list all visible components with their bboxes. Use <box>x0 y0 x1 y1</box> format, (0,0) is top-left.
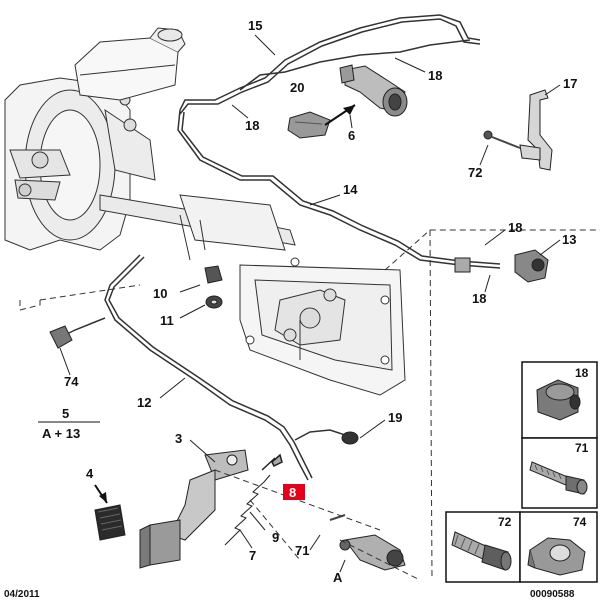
clutch-master-cylinder <box>339 64 408 117</box>
pedal-box-bracket <box>99 194 406 396</box>
part-72-screw-top <box>483 130 521 149</box>
part-11-washer <box>205 295 223 309</box>
arrow-head-4 <box>99 492 107 503</box>
callout-15: 15 <box>248 18 262 33</box>
callout-18-left: 18 <box>245 118 259 133</box>
legend-boxes: 18 71 72 74 <box>445 361 598 583</box>
arrow-head-20 <box>343 105 355 115</box>
clip-74-icon <box>527 537 586 576</box>
callout-20: 20 <box>290 80 304 95</box>
nut-18-icon <box>536 379 581 421</box>
part-17-bracket <box>519 89 553 171</box>
part-4-pedal-pad <box>94 504 126 541</box>
dashed-outline <box>19 229 600 581</box>
part-74-clip-left <box>49 325 73 349</box>
callout-18-low: 18 <box>472 291 486 306</box>
part-19-grommet <box>341 431 359 445</box>
callout-19: 19 <box>388 410 402 425</box>
callout-18-mid: 18 <box>508 220 522 235</box>
callout-12: 12 <box>137 395 151 410</box>
callout-7: 7 <box>249 548 256 563</box>
clutch-pipes <box>64 14 501 481</box>
callout-3: 3 <box>175 431 182 446</box>
callout-A: A <box>333 570 343 585</box>
part-13-fitting <box>454 249 549 283</box>
date-code: 04/2011 <box>4 589 40 600</box>
part-20-clip <box>287 111 331 139</box>
callout-8-highlight <box>283 484 305 500</box>
callout-74: 74 <box>64 374 79 389</box>
pushrod <box>261 453 283 471</box>
callout-4: 4 <box>86 466 94 481</box>
legend-label-18: 18 <box>575 366 589 380</box>
legend-label-72: 72 <box>498 515 512 529</box>
legend-box-71 <box>521 437 598 509</box>
part-10-nut <box>204 265 223 284</box>
callout-10: 10 <box>153 286 167 301</box>
brake-servo-illustration <box>4 27 186 251</box>
callout-14: 14 <box>343 182 358 197</box>
callout-11: 11 <box>160 313 174 328</box>
bolt-72-icon <box>451 531 512 571</box>
fraction-numerator: 5 <box>62 406 69 421</box>
leader-lines <box>59 34 561 573</box>
callout-8: 8 <box>289 485 296 500</box>
legend-label-71: 71 <box>575 441 589 455</box>
callout-6: 6 <box>348 128 355 143</box>
callout-72: 72 <box>468 165 482 180</box>
callout-13: 13 <box>562 232 576 247</box>
part-A-cylinder <box>329 514 406 571</box>
callout-71: 71 <box>295 543 309 558</box>
assist-spring <box>224 474 271 546</box>
screw-71-icon <box>529 461 588 495</box>
callout-17: 17 <box>563 76 577 91</box>
fraction-denominator: A + 13 <box>42 426 80 441</box>
clutch-pedal <box>139 449 249 569</box>
callout-18-top-right: 18 <box>428 68 442 83</box>
doc-number: 00090588 <box>530 589 575 600</box>
callout-9: 9 <box>272 530 279 545</box>
legend-label-74: 74 <box>573 515 587 529</box>
